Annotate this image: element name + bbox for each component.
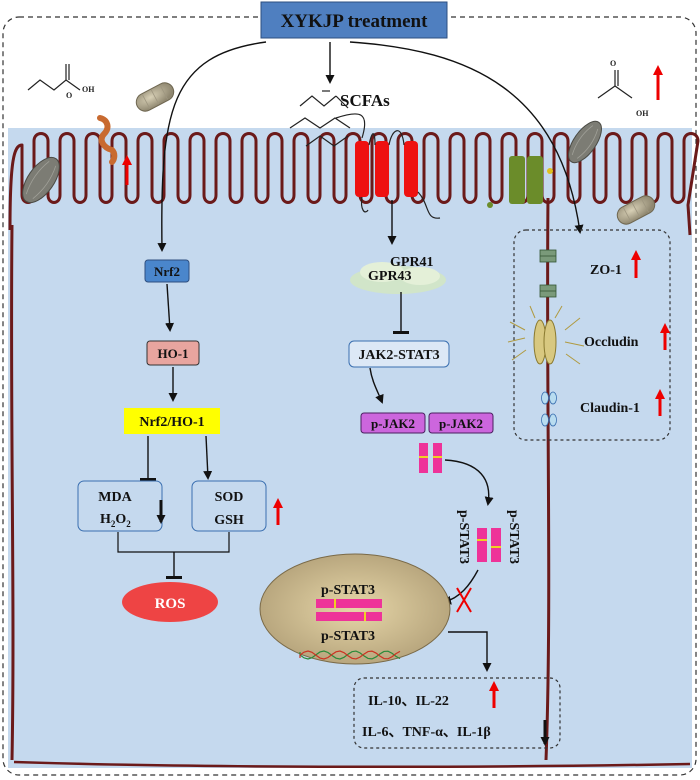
nucleus-pstat-top: p-STAT3 xyxy=(321,583,375,598)
arrow-to-nrf2 xyxy=(157,41,267,252)
outer-frame xyxy=(2,16,697,776)
bacterium-oval-left xyxy=(22,156,60,204)
acetic-o-label: O xyxy=(610,59,616,68)
blocked-cross-icon xyxy=(456,587,472,613)
arrow-to-pstat xyxy=(444,459,494,506)
cell-junction-membrane xyxy=(544,197,551,761)
acetic-oh-label: OH xyxy=(636,109,649,118)
membrane-channel xyxy=(487,156,553,208)
header-title: XYKJP treatment xyxy=(281,11,429,32)
arrow-to-sod xyxy=(203,435,213,480)
claudin-label: Claudin-1 xyxy=(580,401,640,416)
arrow-to-pjak xyxy=(369,367,384,404)
nrf2-ho1-complex-box xyxy=(124,408,220,434)
acetic-acid-structure xyxy=(597,70,633,99)
jak-dimer-bars xyxy=(419,443,442,473)
cytokine-box xyxy=(353,677,561,749)
nucleus xyxy=(259,553,451,665)
jak-stat-label: JAK2-STAT3 xyxy=(358,348,439,363)
mda-label: MDA xyxy=(98,490,132,505)
nucleus-pstat-bottom: p-STAT3 xyxy=(321,629,375,644)
arrow-nrf2-to-ho1 xyxy=(165,283,175,332)
arrow-to-tight-junction xyxy=(349,41,584,234)
gpr-receptor xyxy=(355,130,441,219)
basal-membrane xyxy=(13,760,691,769)
pstat3-right-label: p-STAT3 xyxy=(506,510,521,564)
occludin-label: Occludin xyxy=(584,335,639,350)
dna-helix xyxy=(299,650,401,660)
scfas-label: SCFAs xyxy=(340,91,390,110)
gpr41-label: GPR41 xyxy=(390,255,434,270)
ros-ellipse xyxy=(122,582,218,622)
occludin-protein-icon xyxy=(507,305,585,365)
nrf2-box xyxy=(144,259,190,283)
pjak2-left-label: p-JAK2 xyxy=(371,416,415,431)
pjak2-right-label: p-JAK2 xyxy=(439,416,483,431)
sod-box xyxy=(191,480,267,532)
acid-oh-label: OH xyxy=(82,85,95,94)
pjak2-right-box xyxy=(428,412,494,434)
tight-junction-panel xyxy=(513,229,671,441)
bacterium-rod-top xyxy=(135,82,175,112)
acid-o-label: O xyxy=(66,91,72,100)
ho1-box xyxy=(146,340,200,366)
ros-label: ROS xyxy=(155,596,186,612)
nrf2-ho1-complex-label: Nrf2/HO-1 xyxy=(139,415,204,430)
sod-label: SOD xyxy=(215,490,244,505)
scfa-molecules xyxy=(289,90,366,147)
claudin-protein-icon xyxy=(541,391,557,427)
cytokines-up-label: IL-10、IL-22 xyxy=(368,694,449,709)
pstat-dimer-bars xyxy=(477,528,501,562)
gpr43-label: GPR43 xyxy=(368,269,412,284)
cytokines-down-label: IL-6、TNF-α、IL-1β xyxy=(362,725,491,740)
cell-body xyxy=(8,128,692,768)
gsh-label: GSH xyxy=(214,513,244,528)
pstat3-left-label: p-STAT3 xyxy=(456,510,471,564)
bacterium-rod-right xyxy=(616,195,656,225)
nrf2-label: Nrf2 xyxy=(154,264,180,279)
pjak2-left-box xyxy=(360,412,426,434)
butyric-acid-structure xyxy=(27,64,81,91)
left-cell-membrane xyxy=(10,224,15,761)
bacterium-worm xyxy=(97,115,118,165)
zo1-protein-icon xyxy=(539,249,557,298)
bacterium-oval-right xyxy=(568,120,602,164)
header-box xyxy=(260,1,448,39)
gpr-complex xyxy=(350,262,446,294)
jak-stat-box xyxy=(348,340,450,368)
zo1-label: ZO-1 xyxy=(590,263,622,278)
dna-helix-strand xyxy=(299,650,401,660)
nucleus-stat-dimer xyxy=(316,599,382,621)
ho1-label: HO-1 xyxy=(157,346,188,361)
h2o2-label: H2O2 xyxy=(100,512,131,529)
arrow-to-cytokines xyxy=(448,631,492,672)
